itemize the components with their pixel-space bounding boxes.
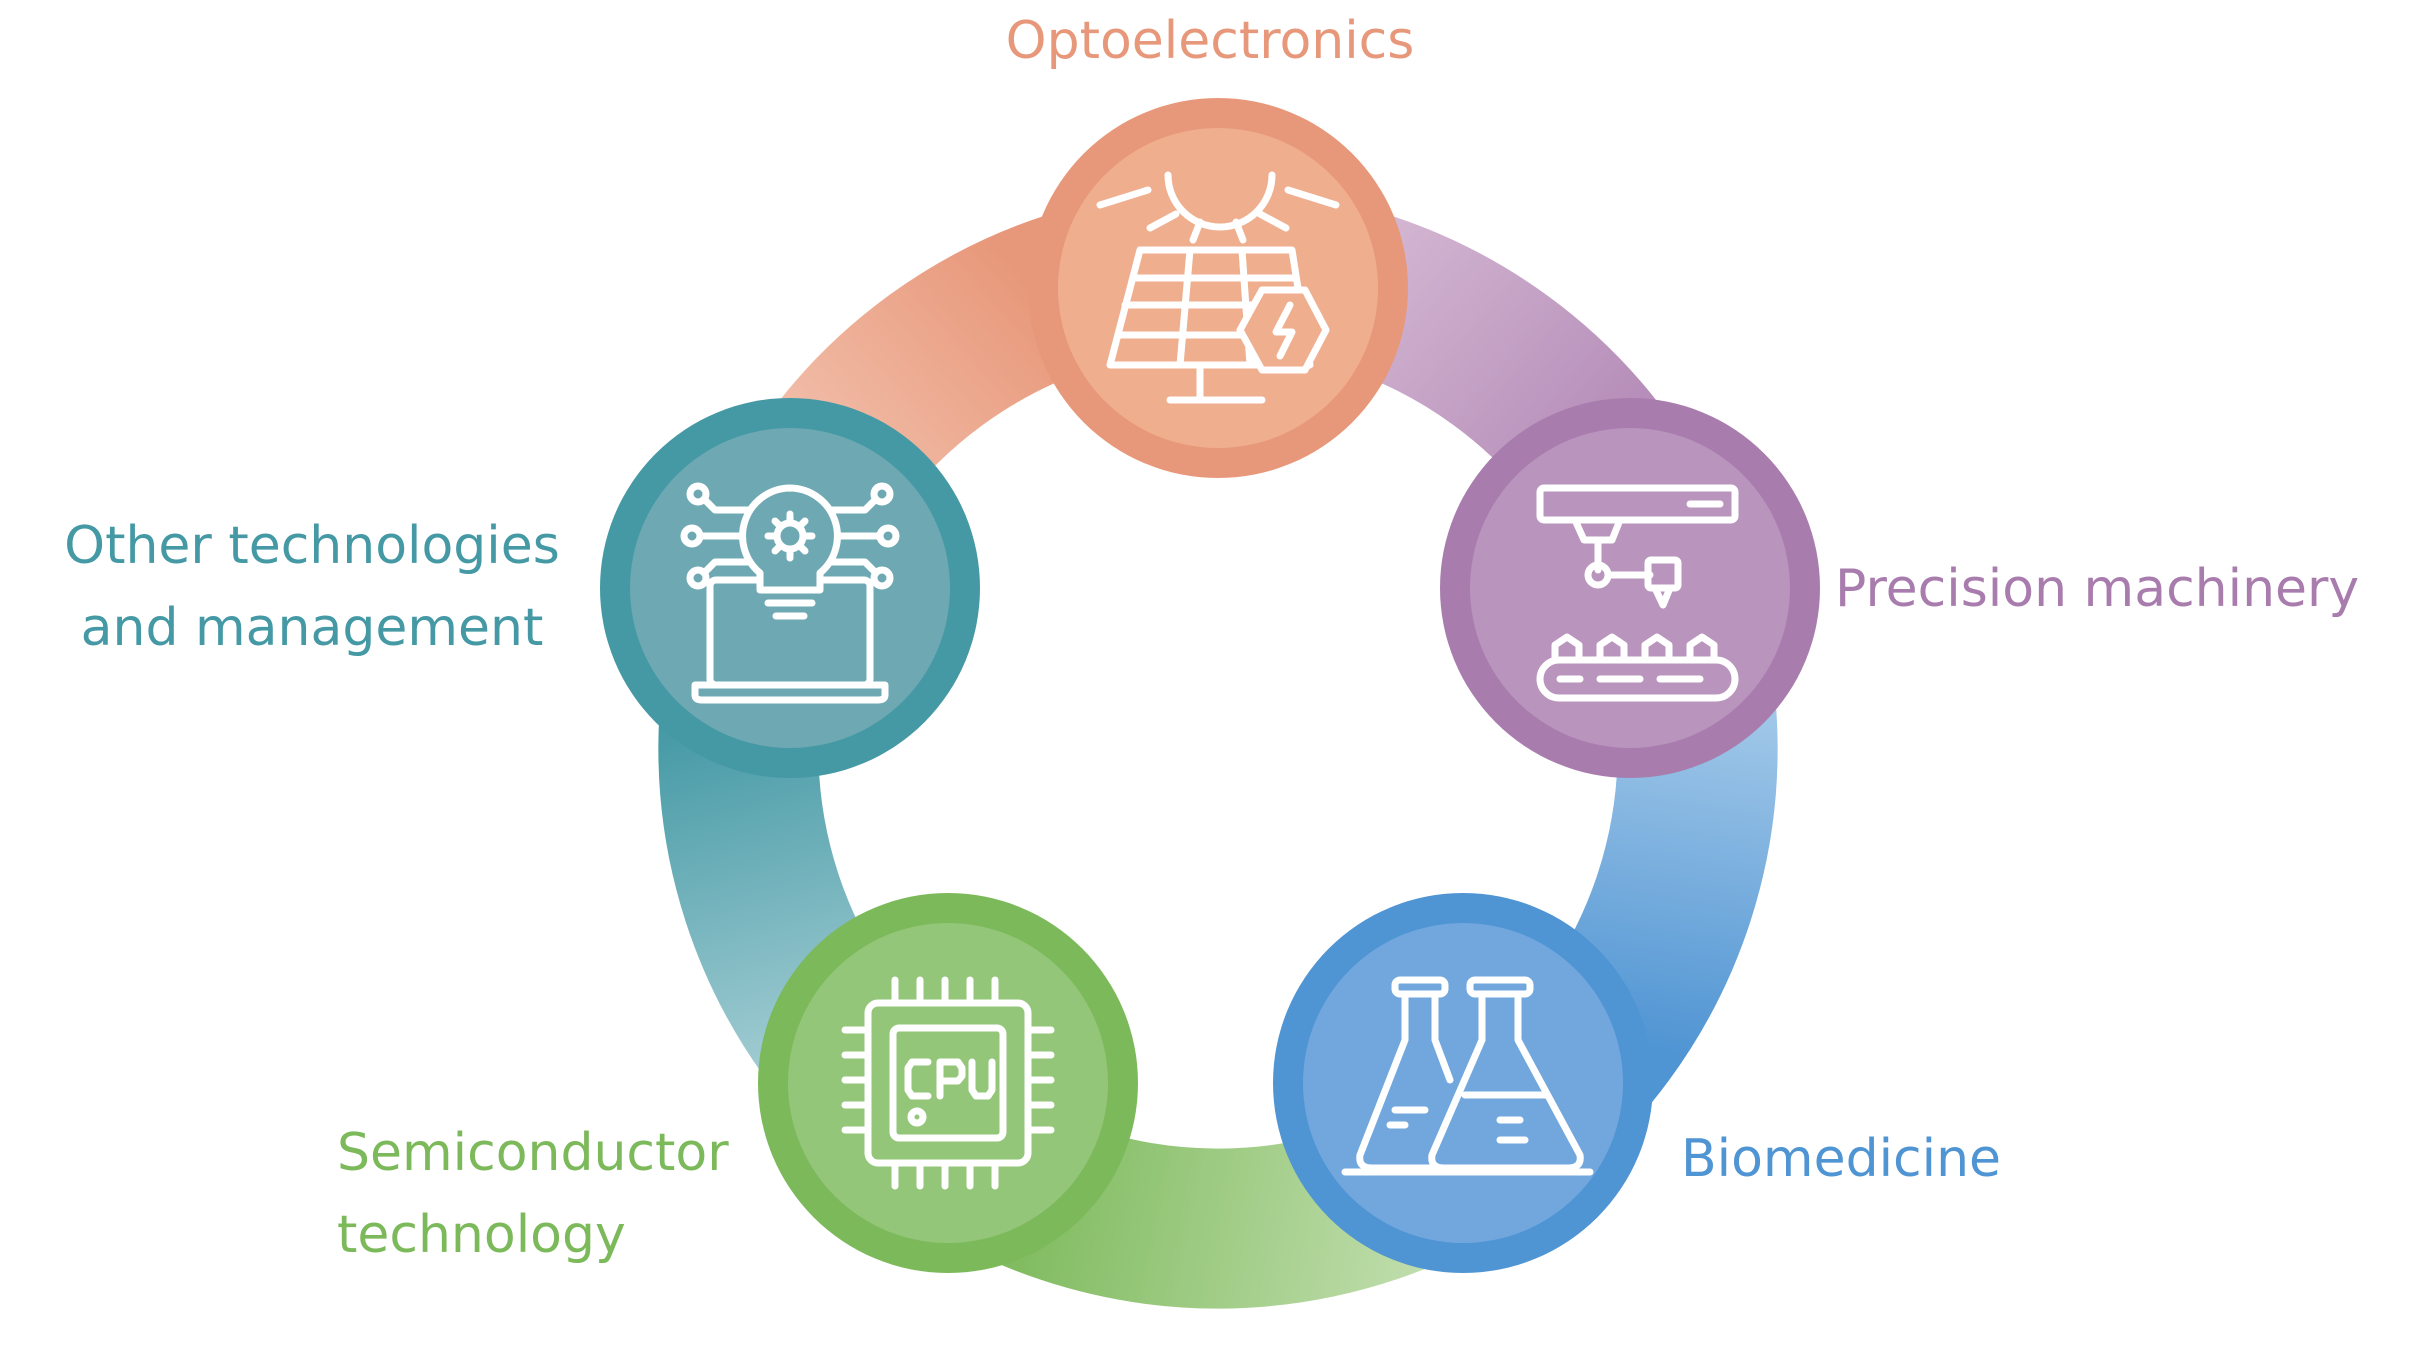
solar-panel-icon (1096, 171, 1340, 404)
node-biomedicine (1273, 893, 1653, 1273)
label-line: Other technologies (64, 516, 560, 576)
label-biomedicine: Biomedicine (1681, 1118, 2001, 1200)
label-line: Biomedicine (1681, 1129, 2002, 1189)
node-optoelectronics (1028, 98, 1408, 478)
label-semiconductor-technology: Semiconductor technology (337, 1112, 729, 1276)
node-precision-machinery (1440, 398, 1820, 778)
label-line: technology (337, 1205, 626, 1265)
label-other-technologies: Other technologies and management (62, 505, 562, 669)
node-inner-circle (1470, 428, 1790, 748)
label-line: Optoelectronics (1005, 11, 1415, 71)
cpu-chip-icon (841, 976, 1055, 1190)
robotic-arm-conveyor-icon (1536, 484, 1739, 702)
label-precision-machinery: Precision machinery (1835, 548, 2359, 630)
label-line: Precision machinery (1835, 559, 2360, 619)
node-semiconductor-technology (758, 893, 1138, 1273)
label-optoelectronics: Optoelectronics (930, 0, 1490, 82)
label-line: Semiconductor (337, 1123, 729, 1183)
node-other-technologies (600, 398, 980, 778)
lightbulb-laptop-icon (680, 482, 900, 704)
label-line: and management (80, 598, 544, 658)
lab-flasks-icon (1341, 976, 1594, 1176)
